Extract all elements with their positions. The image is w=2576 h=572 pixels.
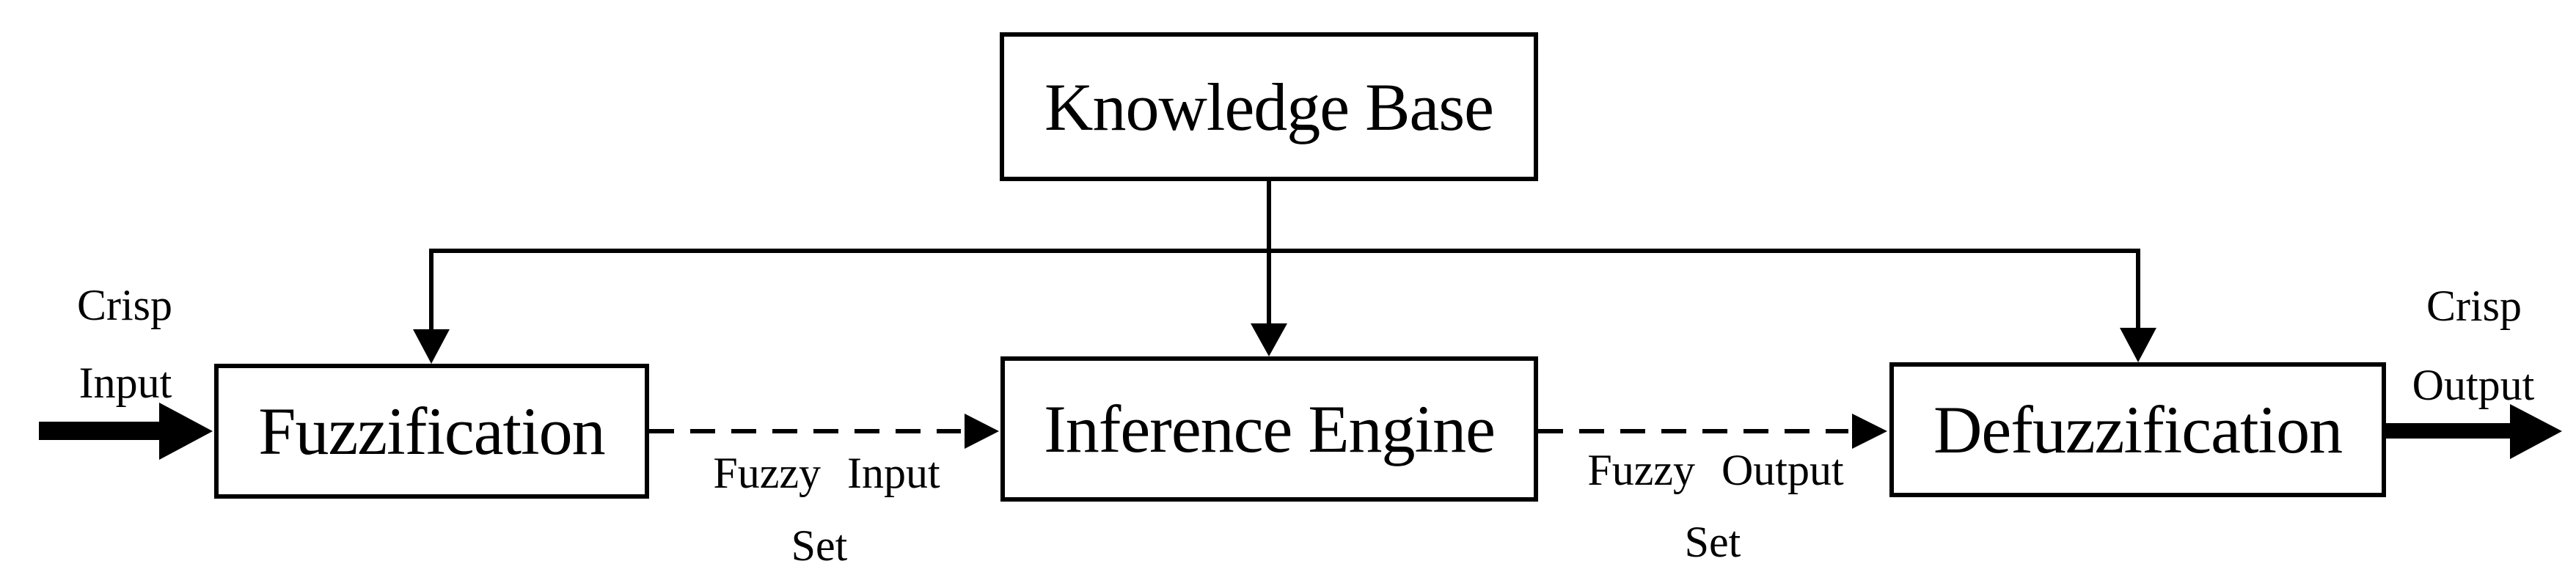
kb-to-inference-arrow — [1251, 181, 1287, 356]
kb-to-fuzzification-arrowhead — [413, 329, 450, 364]
crisp-output-arrow — [2386, 404, 2562, 459]
defuzzification-label: Defuzzification — [1933, 392, 2343, 467]
crisp-output-label-line2: Output — [2412, 361, 2535, 409]
knowledge-base-box: Knowledge Base — [1000, 32, 1538, 181]
fuzzification-box: Fuzzification — [214, 364, 649, 499]
fuzzy-output-label-line1: Fuzzy Output — [1587, 446, 1844, 494]
fuzzy-input-label-line1: Fuzzy Input — [713, 449, 940, 497]
kb-to-defuzzification-arrowhead — [2120, 328, 2156, 362]
kb-distribution-line — [413, 249, 2156, 364]
inference-engine-label: Inference Engine — [1044, 392, 1496, 466]
crisp-input-arrow — [39, 403, 213, 460]
fuzzification-label: Fuzzification — [258, 394, 605, 469]
defuzzification-box: Defuzzification — [1889, 362, 2386, 497]
crisp-input-label-line1: Crisp — [76, 281, 173, 329]
fuzzy-input-arrow — [649, 414, 999, 449]
fuzzy-output-arrow — [1538, 414, 1887, 449]
crisp-output-label-line1: Crisp — [2426, 282, 2522, 330]
knowledge-base-label: Knowledge Base — [1044, 69, 1494, 144]
fuzzy-output-label-line2: Set — [1684, 518, 1741, 566]
inference-engine-box: Inference Engine — [1000, 356, 1538, 502]
fuzzy-input-label-line2: Set — [791, 521, 848, 570]
crisp-input-label-line2: Input — [78, 359, 172, 407]
